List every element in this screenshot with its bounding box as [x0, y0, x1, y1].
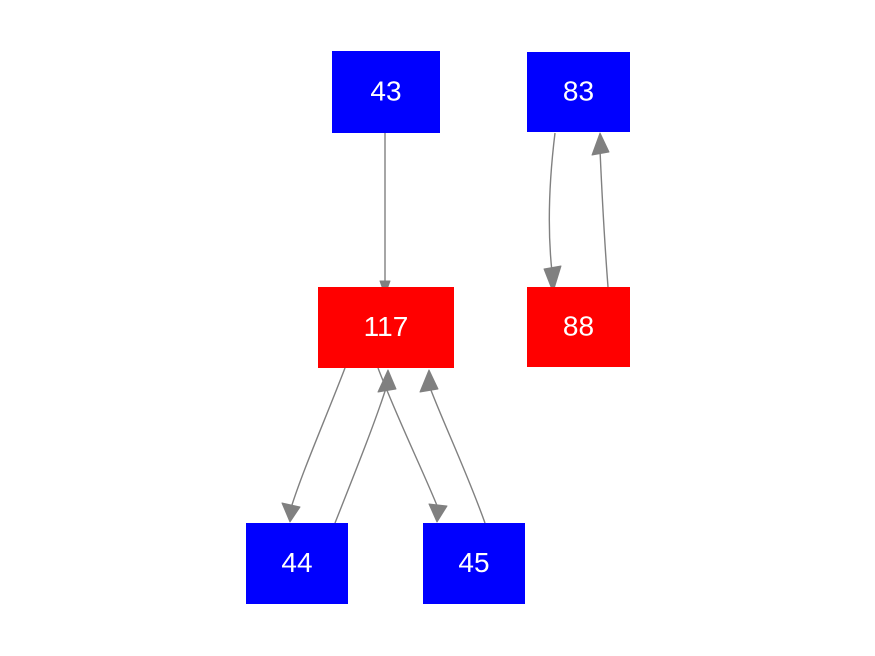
arrowhead-icon — [428, 503, 448, 523]
node-shape[interactable] — [423, 523, 525, 604]
graph-node-117[interactable]: 117 — [318, 287, 454, 368]
graph-node-45[interactable]: 45 — [423, 523, 525, 604]
graph-edge-88-to-83 — [591, 132, 610, 288]
graph-node-88[interactable]: 88 — [527, 287, 630, 367]
graph-edge-117-to-44 — [281, 367, 346, 523]
graph-edge-117-to-45 — [377, 367, 448, 523]
graph-node-43[interactable]: 43 — [332, 51, 440, 133]
edge-line — [377, 367, 439, 509]
node-shape[interactable] — [246, 523, 348, 604]
graph-node-44[interactable]: 44 — [246, 523, 348, 604]
edge-line — [428, 384, 486, 524]
edges-layer — [281, 132, 610, 524]
edge-line — [334, 384, 388, 524]
edge-line — [599, 149, 609, 288]
graph-edge-44-to-117 — [334, 369, 397, 524]
node-shape[interactable] — [527, 52, 630, 132]
edge-line — [548, 132, 556, 273]
graph-edge-43-to-117 — [379, 133, 391, 296]
arrowhead-icon — [591, 132, 610, 156]
graph-node-83[interactable]: 83 — [527, 52, 630, 132]
node-shape[interactable] — [318, 287, 454, 368]
edge-line — [290, 367, 346, 509]
arrowhead-icon — [281, 502, 301, 523]
graph-edge-83-to-88 — [543, 132, 562, 293]
arrowhead-icon — [419, 369, 439, 393]
graph-edge-45-to-117 — [419, 369, 486, 524]
node-shape[interactable] — [332, 51, 440, 133]
node-shape[interactable] — [527, 287, 630, 367]
arrowhead-icon — [543, 265, 562, 293]
